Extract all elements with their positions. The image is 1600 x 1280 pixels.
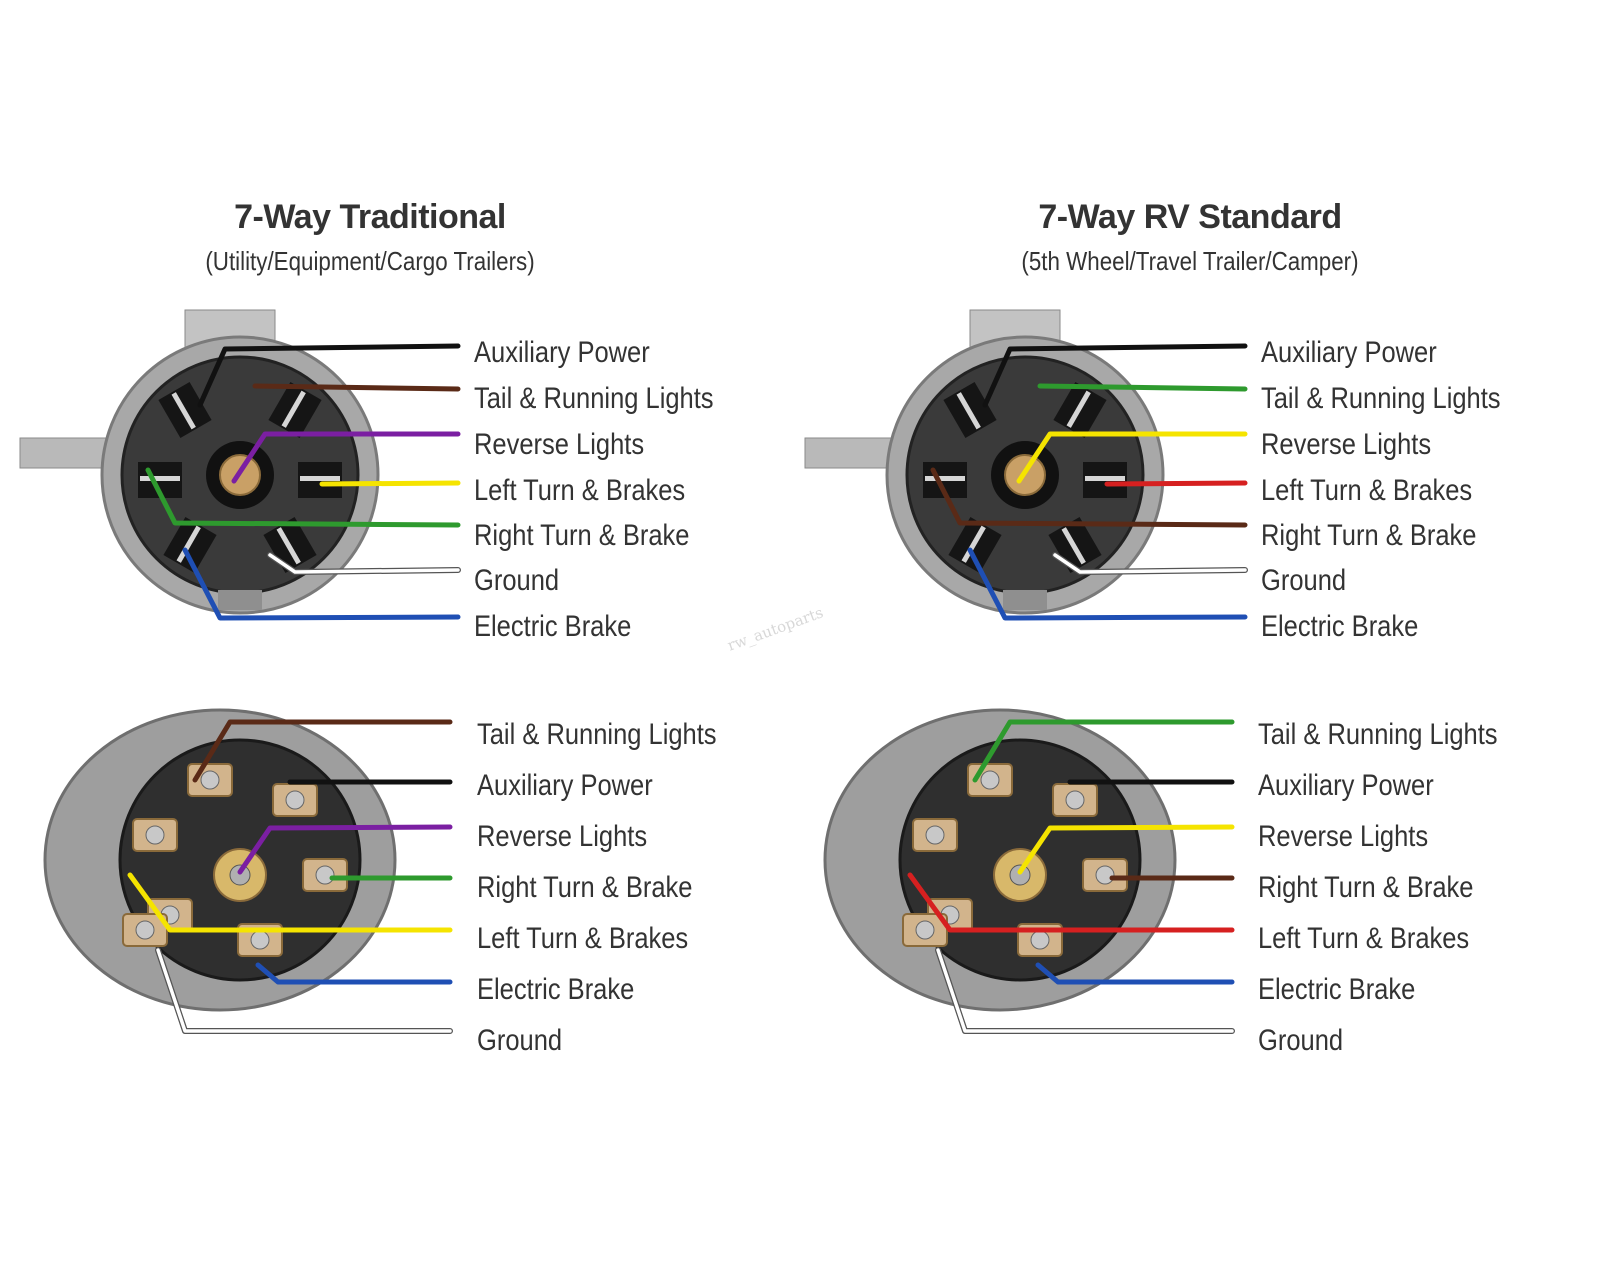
wire-electric-brake: [1035, 962, 1235, 985]
plug-contact: [1061, 527, 1086, 565]
terminal-label-tail-running-lights: Tail & Running Lights: [1258, 718, 1498, 751]
wiring-diagram: [804, 309, 1248, 1034]
panel-title: 7-Way Traditional: [234, 198, 506, 236]
plug-contact: [1085, 476, 1125, 481]
panel-title: 7-Way RV Standard: [1038, 198, 1342, 236]
plug-label-auxiliary-power: Auxiliary Power: [1261, 336, 1437, 369]
terminal-label-tail-running-lights: Tail & Running Lights: [477, 718, 717, 751]
terminal-label-auxiliary-power: Auxiliary Power: [1258, 769, 1434, 802]
plug-contact: [961, 525, 986, 563]
wire-tail-running-lights: [192, 719, 453, 783]
wiring-diagram: [19, 309, 461, 1034]
terminal-screw: [980, 770, 1000, 790]
terminal-label-reverse-lights: Reverse Lights: [1258, 820, 1429, 853]
plug-contact: [176, 525, 201, 563]
terminal-label-reverse-lights: Reverse Lights: [477, 820, 648, 853]
terminal-screw: [200, 770, 220, 790]
wire-ground: [156, 948, 452, 1033]
plug-label-ground: Ground: [1261, 564, 1347, 597]
plug-contact: [300, 476, 340, 481]
plug-contact: [925, 476, 965, 481]
plug-contact: [1066, 390, 1091, 428]
panel-subtitle: (5th Wheel/Travel Trailer/Camper): [1021, 246, 1359, 276]
plug-label-electric-brake: Electric Brake: [1261, 610, 1419, 643]
plug-label-right-turn-brake: Right Turn & Brake: [474, 519, 690, 552]
plug-label-tail-running-lights: Tail & Running Lights: [1261, 382, 1501, 415]
wire-auxiliary-power: [197, 343, 461, 408]
terminal-screw: [1065, 790, 1085, 810]
terminal-label-left-turn-brakes: Left Turn & Brakes: [477, 922, 689, 955]
wire-left-turn-brakes: [319, 480, 461, 487]
wire-reverse-lights: [237, 824, 453, 875]
wire-right-turn-brake: [930, 467, 1248, 528]
wire-electric-brake: [255, 962, 453, 985]
plug-label-reverse-lights: Reverse Lights: [474, 428, 645, 461]
plug-contact: [281, 390, 306, 428]
wire-left-turn-brakes: [907, 872, 1235, 933]
terminal-screw: [1095, 865, 1115, 885]
plug-label-reverse-lights: Reverse Lights: [1261, 428, 1432, 461]
plug-label-right-turn-brake: Right Turn & Brake: [1261, 519, 1477, 552]
terminal-label-left-turn-brakes: Left Turn & Brakes: [1258, 922, 1470, 955]
plug-contact: [140, 476, 180, 481]
terminal-label-electric-brake: Electric Brake: [477, 973, 635, 1006]
terminal-label-ground: Ground: [477, 1024, 563, 1057]
terminal-label-right-turn-brake: Right Turn & Brake: [1258, 871, 1474, 904]
center-terminal-screw: [229, 864, 251, 886]
wire-reverse-lights: [1016, 431, 1248, 484]
wire-tail-running-lights: [1037, 383, 1248, 392]
wire-left-turn-brakes: [127, 872, 453, 933]
plug-contact: [171, 392, 196, 430]
plug-contact: [956, 392, 981, 430]
plug-key: [218, 590, 262, 610]
wire-electric-brake: [967, 547, 1248, 621]
wire-left-turn-brakes: [1104, 480, 1248, 487]
plug-key: [1003, 590, 1047, 610]
wire-ground: [268, 553, 460, 574]
wire-tail-running-lights: [972, 719, 1235, 783]
plug-label-left-turn-brakes: Left Turn & Brakes: [1261, 474, 1473, 507]
terminal-label-electric-brake: Electric Brake: [1258, 973, 1416, 1006]
plug-contact: [276, 527, 301, 565]
terminal-label-auxiliary-power: Auxiliary Power: [477, 769, 653, 802]
plug-label-tail-running-lights: Tail & Running Lights: [474, 382, 714, 415]
terminal-label-ground: Ground: [1258, 1024, 1344, 1057]
center-terminal-screw: [1009, 864, 1031, 886]
terminal-screw: [250, 930, 270, 950]
terminal-screw: [285, 790, 305, 810]
wire-electric-brake: [182, 547, 461, 621]
terminal-screw: [1030, 930, 1050, 950]
wire-reverse-lights: [1017, 824, 1235, 875]
wire-right-turn-brake: [145, 467, 461, 528]
wire-tail-running-lights: [252, 383, 461, 392]
wire-reverse-lights: [231, 431, 461, 484]
plug-label-ground: Ground: [474, 564, 560, 597]
panel-subtitle: (Utility/Equipment/Cargo Trailers): [205, 246, 535, 276]
terminal-screw: [915, 920, 935, 940]
terminal-screw: [315, 865, 335, 885]
traditional-panel: 7-Way Traditional (Utility/Equipment/Car…: [19, 198, 717, 1057]
terminal-label-right-turn-brake: Right Turn & Brake: [477, 871, 693, 904]
plug-label-auxiliary-power: Auxiliary Power: [474, 336, 650, 369]
terminal-screw: [145, 825, 165, 845]
plug-label-left-turn-brakes: Left Turn & Brakes: [474, 474, 686, 507]
wire-ground: [1053, 553, 1247, 574]
rv-standard-panel: 7-Way RV Standard (5th Wheel/Travel Trai…: [800, 0, 1600, 1280]
terminal-screw: [135, 920, 155, 940]
wire-auxiliary-power: [982, 343, 1248, 408]
terminal-screw: [925, 825, 945, 845]
plug-label-electric-brake: Electric Brake: [474, 610, 632, 643]
wire-ground: [936, 948, 1234, 1033]
